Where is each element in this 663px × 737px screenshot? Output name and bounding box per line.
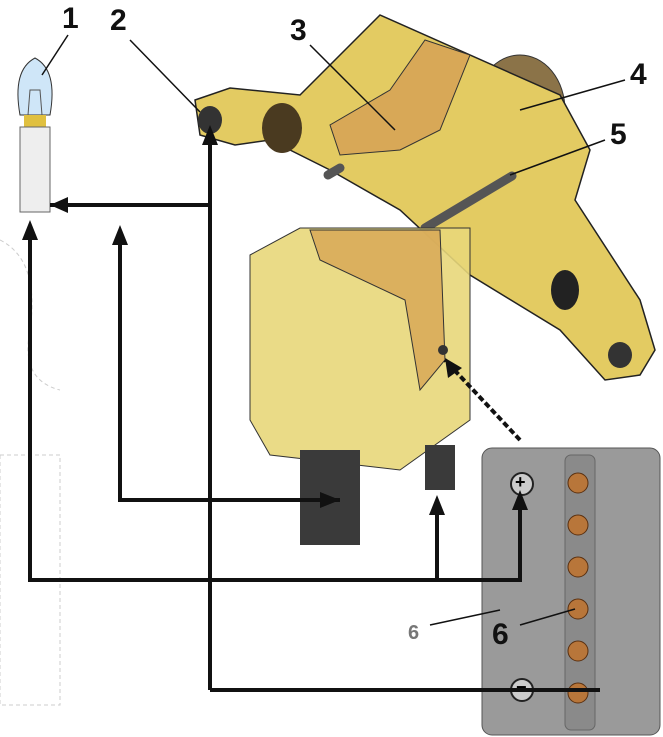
label-4-bracket: 4 [630, 58, 647, 91]
leader-lines [41, 34, 626, 176]
lamp-base [24, 115, 46, 127]
bracket-hole [608, 342, 632, 368]
bracket-hole [551, 270, 579, 310]
bracket-hole [262, 103, 302, 153]
arrow-icons [22, 125, 528, 515]
connector-plug [425, 445, 455, 490]
label-6-battery: 6 [492, 618, 509, 651]
label-6-ghost: 6 [408, 622, 420, 644]
label-2-bracket-terminal: 2 [110, 4, 127, 37]
label-3-brush-plate: 3 [290, 14, 307, 47]
battery-plus-sign: + [515, 472, 526, 492]
pin [420, 171, 517, 233]
lamp-filament [27, 89, 43, 116]
battery-minus-sign: − [516, 677, 527, 697]
pin [323, 163, 345, 180]
lamp-socket [19, 126, 51, 213]
contact-plate [309, 229, 446, 392]
bracket-hole [198, 106, 222, 134]
terminal-screw [438, 345, 448, 355]
wiring [28, 135, 600, 692]
brush-plate [329, 39, 471, 156]
label-5-pin: 5 [610, 118, 627, 151]
label-1-lamp: 1 [62, 2, 79, 35]
